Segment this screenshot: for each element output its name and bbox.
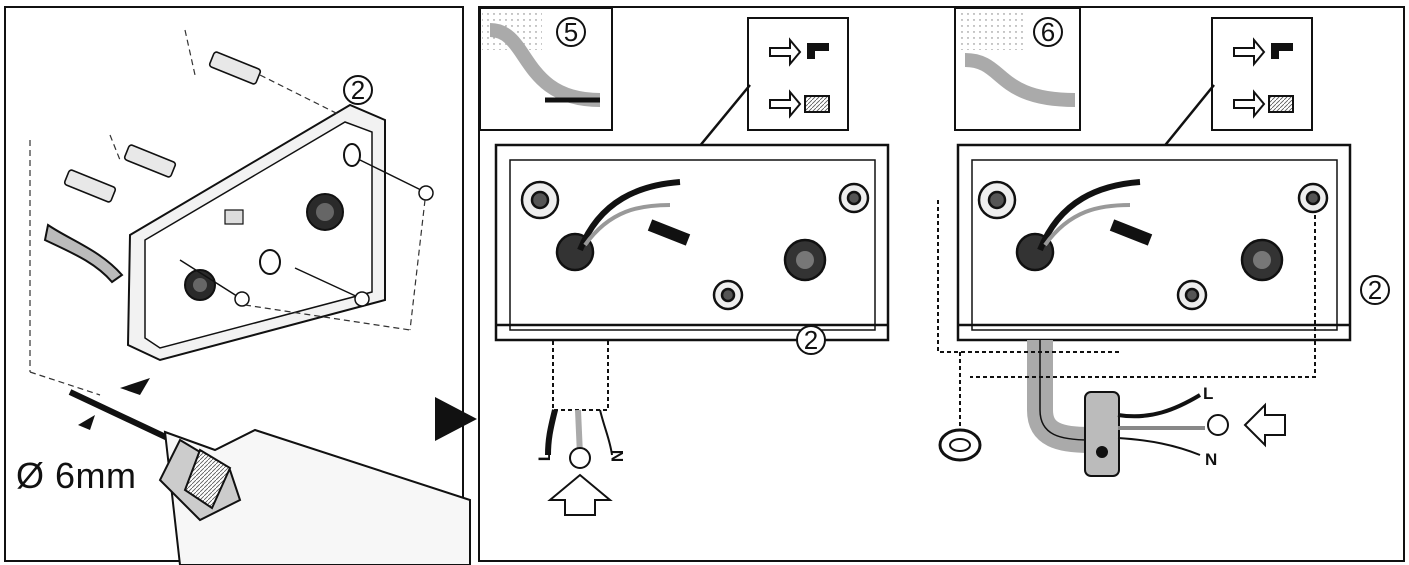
wire-label-neutral-step-5: N	[608, 449, 628, 463]
wire-label-live-step-6: L	[1203, 384, 1214, 403]
wire-label-live-step-5: L	[535, 450, 555, 462]
next-step-arrow-icon	[435, 397, 477, 441]
wiring-panel	[478, 6, 1405, 562]
callout-step-6: 6	[1033, 17, 1063, 47]
housing-step-6	[956, 143, 1352, 342]
callout-base-part: 2	[343, 75, 373, 105]
guide-lines	[29, 29, 426, 396]
callout-step-5: 5	[556, 17, 586, 47]
housing-step-5	[494, 143, 890, 342]
screws	[179, 159, 434, 307]
drill	[68, 389, 471, 565]
inset-step-5	[479, 7, 613, 131]
cable-left	[43, 223, 124, 284]
drill-width-arrows	[78, 378, 150, 430]
wires-step-6	[937, 200, 1316, 477]
callout-base-part-step-5: 2	[796, 325, 826, 355]
symbol-box-b	[1136, 17, 1313, 181]
drill-diameter-label: Ø 6mm	[16, 455, 137, 496]
wires-step-5	[545, 339, 613, 516]
wire-label-neutral-step-6: N	[1205, 450, 1218, 469]
mounting-plate	[126, 103, 386, 362]
wall-plugs	[63, 51, 262, 203]
callout-base-part-step-6: 2	[1360, 275, 1390, 305]
